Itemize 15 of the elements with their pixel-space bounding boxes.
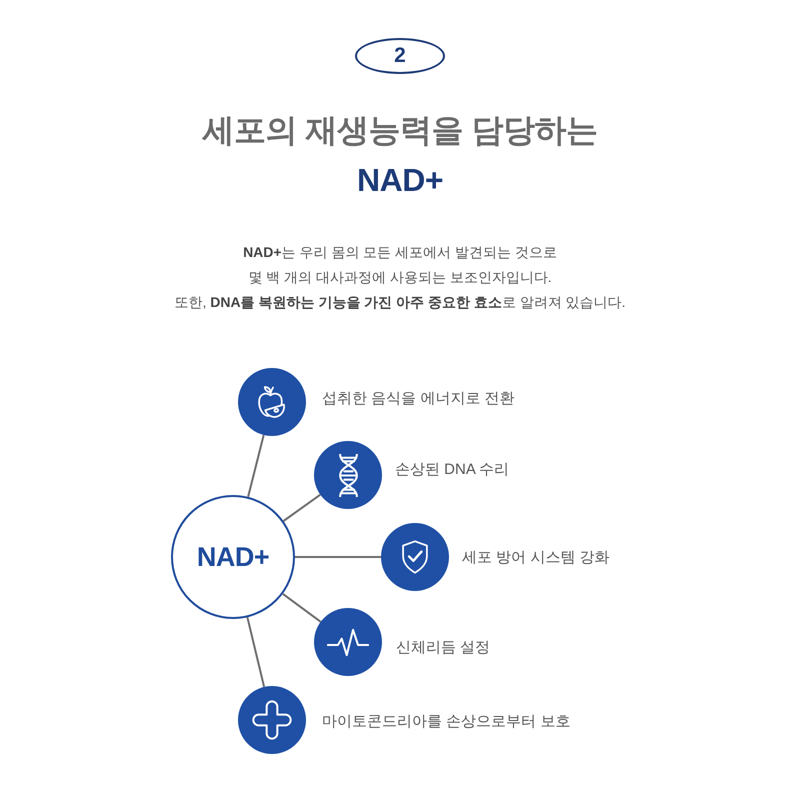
connector-line bbox=[282, 494, 321, 522]
node-caption: 신체리듬 설정 bbox=[396, 638, 490, 658]
description-text: NAD+는 우리 몸의 모든 세포에서 발견되는 것으로 몇 백 개의 대사과정에 사용되는 보조인자입니다. bbox=[242, 243, 558, 287]
title: 세포의 재생능력을 담당하는 NAD+ bbox=[201, 111, 598, 200]
connector-line bbox=[282, 593, 322, 623]
node-caption: 손상된 DNA 수리 bbox=[395, 460, 510, 480]
connector-line bbox=[295, 556, 381, 558]
hub-label: NAD+ bbox=[196, 542, 270, 572]
connector-line bbox=[246, 617, 266, 688]
node-caption: 섭취한 음식을 에너지로 전환 bbox=[322, 389, 515, 409]
node-caption: 세포 방어 시스템 강화 bbox=[462, 548, 610, 568]
description-text: 또한, DNA를 복원하는 기능을 가진 아주 중요한 효소로 알려져 있습니다. bbox=[173, 293, 627, 312]
node-caption: 마이토콘드리아를 손상으로부터 보호 bbox=[322, 712, 570, 732]
connector-line bbox=[247, 434, 265, 498]
step-number: 2 bbox=[394, 44, 406, 68]
